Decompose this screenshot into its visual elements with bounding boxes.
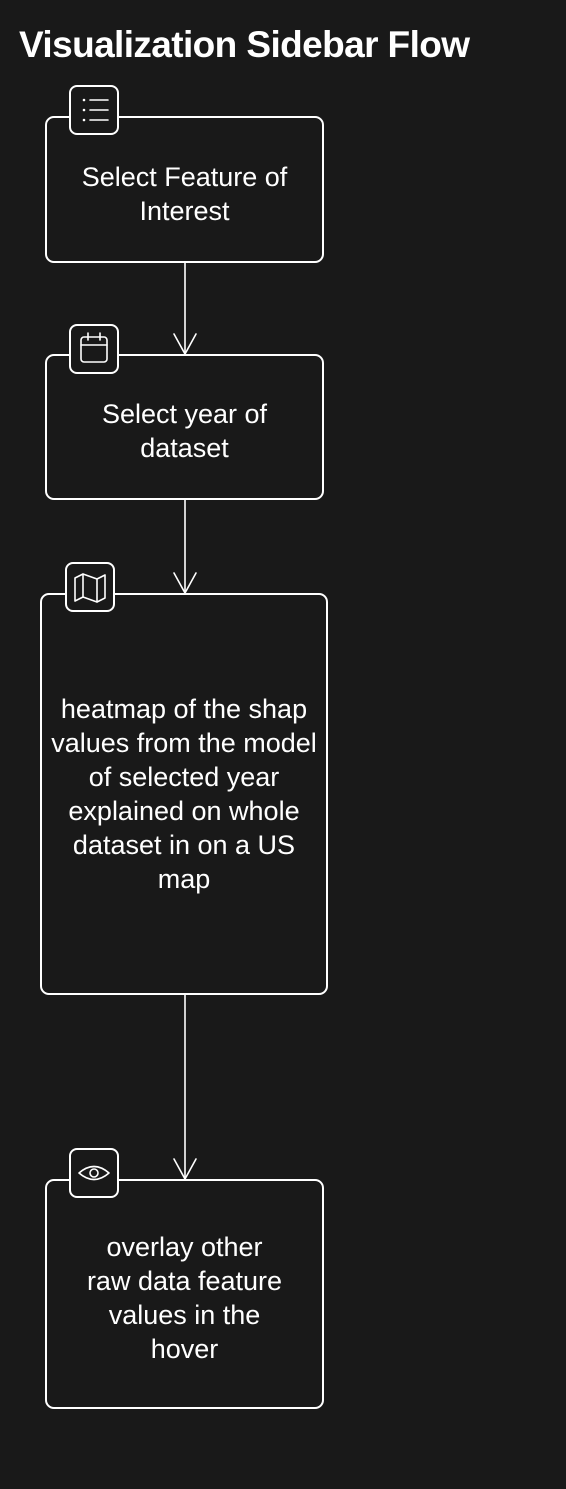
edge-1-2 [173, 262, 197, 355]
eye-icon [69, 1148, 119, 1198]
node-label-4: overlay other raw data feature values in… [86, 1232, 283, 1364]
node-box-3[interactable] [40, 593, 328, 995]
list-icon [69, 85, 119, 135]
edge-2-3 [173, 499, 197, 594]
node-box-4[interactable] [45, 1179, 324, 1409]
diagram-title: Visualization Sidebar Flow [19, 24, 470, 65]
node-box-2[interactable] [45, 354, 324, 500]
node-label-1: Select Feature of Interest [81, 162, 288, 226]
node-box-1[interactable] [45, 116, 324, 263]
edge-3-4 [173, 994, 197, 1180]
map-icon [65, 562, 115, 612]
node-label-2: Select year of dataset [101, 399, 268, 463]
calendar-icon [69, 324, 119, 374]
node-label-3: heatmap of the shap values from the mode… [51, 694, 317, 894]
